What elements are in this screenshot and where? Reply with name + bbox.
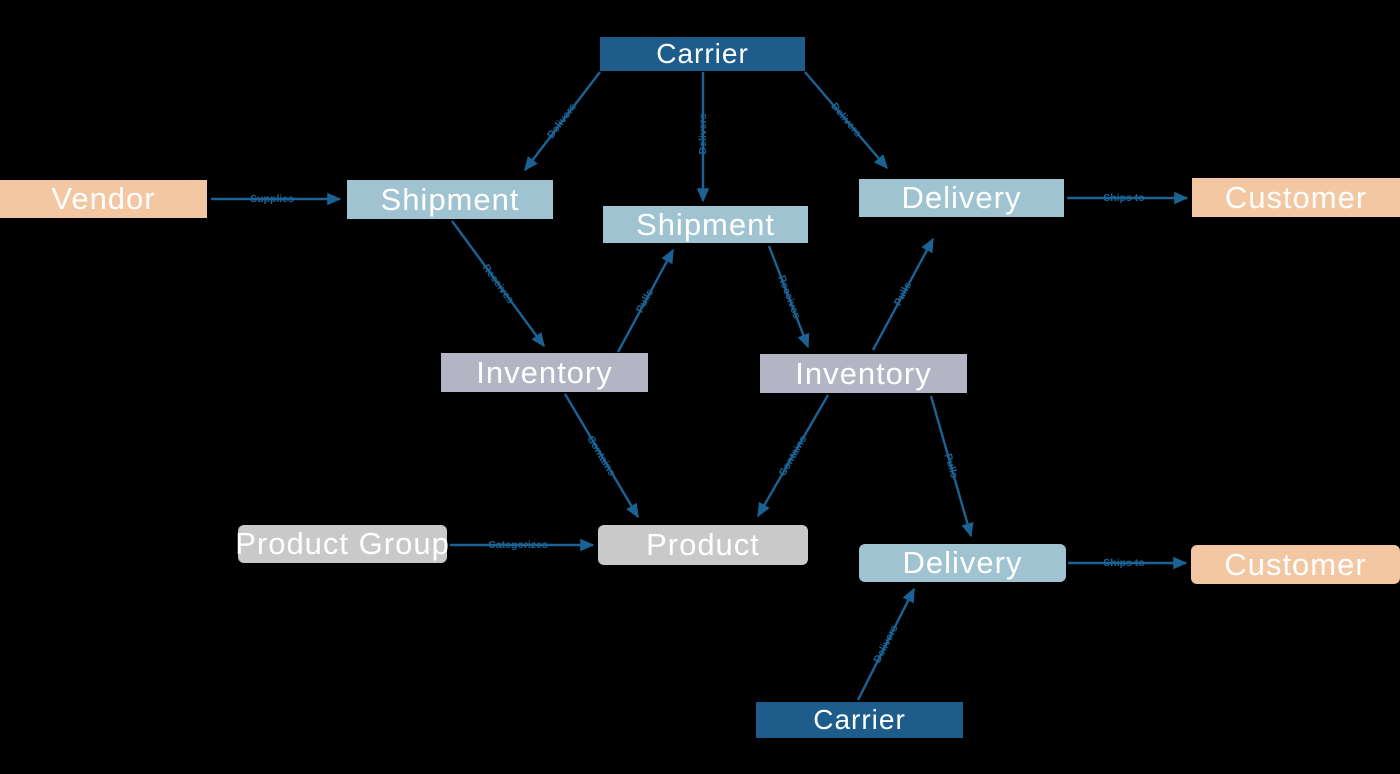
node-carrier-top: Carrier — [600, 37, 805, 71]
edge-carrier-top-delivery-top — [804, 71, 888, 170]
node-shipment-mid: Shipment — [603, 206, 808, 243]
edge-label-ships-to-2: Ships to — [1103, 557, 1145, 569]
edge-shipment-left-inventory-left — [451, 220, 545, 348]
edge-inventory-right-delivery-top — [871, 237, 935, 351]
node-inventory-left: Inventory — [441, 353, 648, 392]
node-customer-top: Customer — [1192, 178, 1400, 217]
edge-carrier-top-shipment-left — [524, 71, 601, 172]
edge-label-ships-to-1: Ships to — [1103, 192, 1145, 204]
node-product-group: Product Group — [235, 525, 450, 563]
node-delivery-bottom: Delivery — [859, 544, 1066, 582]
node-product: Product — [598, 525, 808, 565]
edge-label-categorizes: Categorizes — [488, 539, 548, 551]
edge-inventory-right-delivery-bottom — [929, 395, 974, 538]
node-delivery-top: Delivery — [859, 179, 1064, 217]
node-shipment-left: Shipment — [347, 180, 553, 219]
node-inventory-right: Inventory — [760, 354, 967, 393]
edge-label-delivers-2: Delivers — [697, 113, 709, 155]
node-customer-bottom: Customer — [1191, 545, 1400, 584]
node-vendor: Vendor — [0, 180, 207, 218]
edge-shipment-mid-inventory-right — [767, 245, 810, 349]
edge-inventory-left-product — [563, 393, 640, 519]
edge-carrier-bottom-delivery-bottom — [856, 587, 916, 701]
edge-inventory-right-product — [756, 394, 830, 518]
edge-inventory-left-shipment-mid — [616, 248, 675, 353]
node-carrier-bottom: Carrier — [756, 702, 963, 738]
edge-label-supplies: Supplies — [250, 193, 294, 205]
